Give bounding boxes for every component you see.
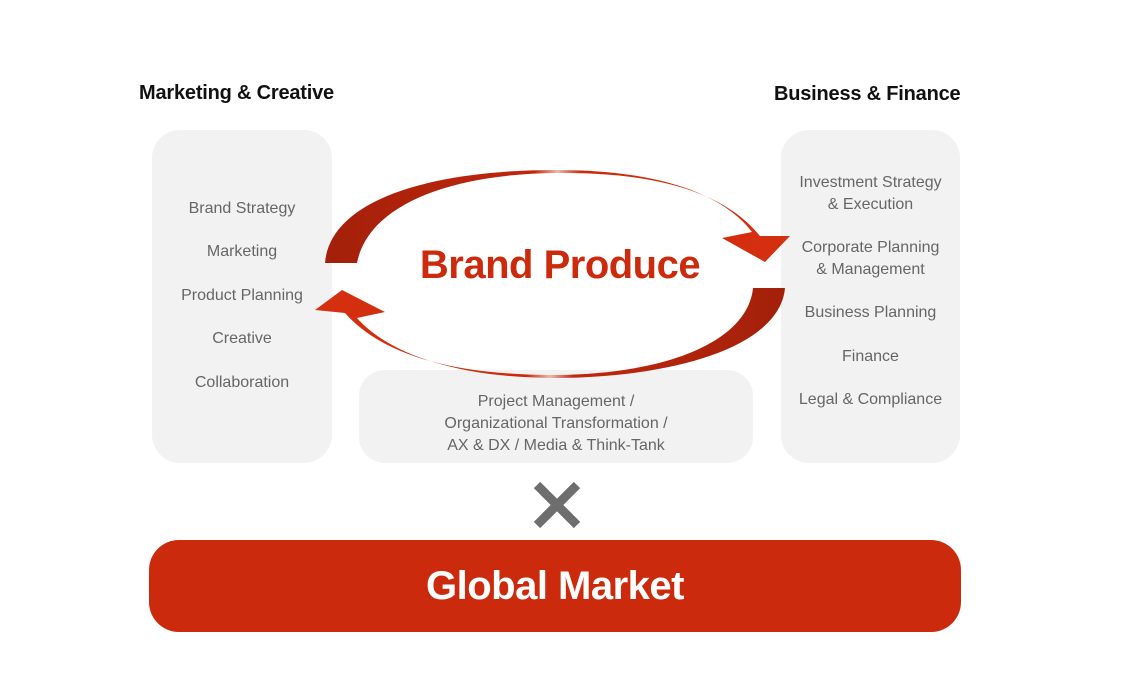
list-item-corporate-planning-cont: & Management bbox=[816, 261, 925, 278]
list-item-corporate-planning: Corporate Planning bbox=[801, 239, 940, 256]
bottom-cycle-arrow bbox=[315, 288, 785, 378]
list-item-creative: Creative bbox=[212, 330, 272, 347]
heading-business-finance: Business & Finance bbox=[774, 83, 961, 105]
cross-functional-panel: Project Management / Organizational Tran… bbox=[359, 370, 753, 463]
list-item-collaboration: Collaboration bbox=[194, 374, 290, 391]
mid-line-2: Organizational Transformation / bbox=[444, 415, 668, 432]
list-item-finance: Finance bbox=[842, 348, 899, 365]
list-item-product-planning: Product Planning bbox=[181, 287, 303, 304]
brand-produce-title: Brand Produce bbox=[419, 243, 701, 287]
mid-line-3: AX & DX / Media & Think-Tank bbox=[447, 437, 665, 454]
multiply-x-icon bbox=[533, 481, 581, 529]
global-market-bar: Global Market bbox=[149, 540, 961, 632]
marketing-creative-panel: Brand Strategy Marketing Product Plannin… bbox=[152, 130, 332, 463]
business-finance-panel: Investment Strategy & Execution Corporat… bbox=[781, 130, 960, 463]
list-item-business-planning: Business Planning bbox=[804, 304, 937, 321]
list-item-investment-strategy-cont: & Execution bbox=[827, 196, 914, 213]
global-market-label: Global Market bbox=[425, 563, 685, 608]
list-item-marketing: Marketing bbox=[206, 243, 278, 260]
mid-line-1: Project Management / bbox=[477, 393, 635, 410]
list-item-investment-strategy: Investment Strategy bbox=[799, 174, 942, 191]
list-item-legal-compliance: Legal & Compliance bbox=[798, 391, 943, 408]
heading-marketing-creative: Marketing & Creative bbox=[139, 82, 334, 104]
list-item-brand-strategy: Brand Strategy bbox=[188, 200, 296, 217]
